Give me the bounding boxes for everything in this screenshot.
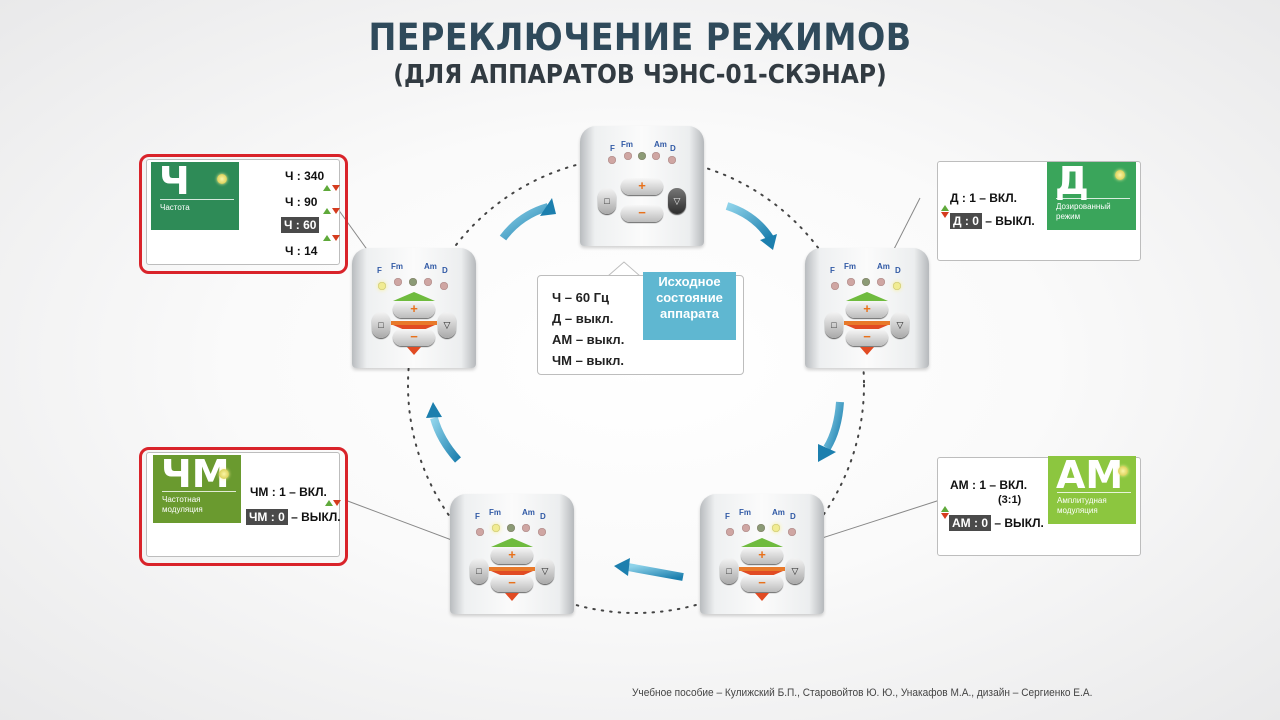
down-arrow-icon (941, 513, 949, 519)
mode-button[interactable]: ▽ (891, 312, 909, 338)
menu-button[interactable]: □ (372, 312, 390, 338)
up-arrow-icon (323, 208, 331, 214)
page-title: ПЕРЕКЛЮЧЕНИЕ РЕЖИМОВ (368, 16, 912, 59)
fm-badge: ЧМ Частотная модуляция (153, 452, 241, 523)
menu-button[interactable]: □ (598, 188, 616, 214)
menu-button[interactable]: □ (825, 312, 843, 338)
down-arrow-icon (332, 185, 340, 191)
dose-off: Д : 0 – ВЫКЛ. (950, 213, 1035, 229)
up-arrow-icon (941, 205, 949, 211)
callout-pointer (606, 261, 642, 277)
led-indicator-icon (1118, 466, 1128, 476)
state-line: Ч – 60 Гц (552, 290, 610, 305)
dose-panel: Д : 1 – ВКЛ. Д : 0 – ВЫКЛ. Д Дозированны… (937, 159, 1141, 261)
down-arrow-icon (941, 212, 949, 218)
state-line: ЧМ – выкл. (552, 353, 625, 368)
device-left: F Fm Am D + − □ ▽ (352, 248, 476, 368)
device-right: F Fm Am D + − □ ▽ (805, 248, 929, 368)
mode-button[interactable]: ▽ (786, 558, 804, 584)
am-letter: АМ (1056, 453, 1124, 497)
arrow-5-head (426, 402, 442, 418)
dose-badge: Д Дозированный режим (1047, 159, 1136, 230)
dose-on: Д : 1 – ВКЛ. (950, 191, 1017, 205)
initial-state-box: Ч – 60 Гц Д – выкл. АМ – выкл. ЧМ – выкл… (537, 272, 744, 375)
plus-button[interactable]: + (846, 301, 888, 318)
plus-button[interactable]: + (491, 547, 533, 564)
state-line: Д – выкл. (552, 311, 614, 326)
am-ratio: (3:1) (998, 494, 1022, 506)
led-indicator-icon (217, 174, 227, 184)
up-arrow-icon (941, 506, 949, 512)
plus-button[interactable]: + (393, 301, 435, 318)
device-top: F Fm Am D + − □ ▽ (580, 126, 704, 246)
mode-button[interactable]: ▽ (438, 312, 456, 338)
arrow-1-head (540, 198, 556, 216)
fm-on: ЧМ : 1 – ВКЛ. (250, 485, 327, 499)
minus-button[interactable]: − (741, 575, 783, 592)
device-bottom-left: F Fm Am D + − □ ▽ (450, 494, 574, 614)
freq-red-frame (139, 154, 348, 274)
fm-red-frame (139, 447, 348, 566)
freq-value-selected: Ч : 60 (281, 217, 320, 233)
up-arrow-icon (323, 235, 331, 241)
arrow-2-head (760, 234, 777, 250)
minus-button[interactable]: − (491, 575, 533, 592)
arrow-2-shaft (725, 202, 774, 241)
freq-badge: Ч Частота (151, 159, 239, 230)
page-subtitle: (ДЛЯ АППАРАТОВ ЧЭНС-01-СКЭНАР) (393, 60, 887, 90)
freq-value: Ч : 14 (285, 244, 318, 258)
up-arrow-icon (323, 185, 331, 191)
arrow-3-shaft (823, 401, 844, 451)
device-bottom-right: F Fm Am D + − □ ▽ (700, 494, 824, 614)
arrow-1-shaft (499, 203, 550, 241)
plus-button[interactable]: + (621, 178, 663, 195)
arrow-5-shaft (430, 416, 462, 463)
am-badge: АМ Амплитудная модуляция (1048, 453, 1136, 524)
dose-caption: Дозированный режим (1056, 198, 1130, 222)
down-arrow-icon (333, 500, 341, 506)
mode-button[interactable]: ▽ (668, 188, 686, 214)
dose-letter: Д (1055, 159, 1089, 203)
freq-caption: Частота (160, 199, 234, 213)
mode-button[interactable]: ▽ (536, 558, 554, 584)
dotted-circle (407, 156, 865, 614)
am-caption: Амплитудная модуляция (1057, 492, 1131, 516)
fm-letter: ЧМ (161, 452, 230, 496)
arrow-4-head (614, 558, 630, 576)
arrow-4-shaft (627, 563, 684, 581)
footer-credits: Учебное пособие – Кулижский Б.П., Старов… (632, 687, 1093, 699)
fm-panel: ЧМ Частотная модуляция ЧМ : 1 – ВКЛ. ЧМ … (146, 452, 341, 557)
arrow-3-head (818, 444, 836, 462)
am-off: АМ : 0 – ВЫКЛ. (949, 515, 1044, 531)
freq-value: Ч : 340 (285, 169, 325, 183)
freq-value: Ч : 90 (285, 195, 318, 209)
led-indicator-icon (219, 469, 229, 479)
am-on: АМ : 1 – ВКЛ. (950, 478, 1028, 492)
minus-button[interactable]: − (393, 329, 435, 346)
menu-button[interactable]: □ (720, 558, 738, 584)
fm-off: ЧМ : 0 – ВЫКЛ. (246, 509, 341, 525)
initial-state-label: Исходное состояние аппарата (643, 272, 736, 340)
freq-panel: Ч Частота Ч : 340 Ч : 90 Ч : 60 Ч : 14 (146, 159, 340, 265)
fm-caption: Частотная модуляция (162, 491, 236, 515)
minus-button[interactable]: − (846, 329, 888, 346)
down-arrow-icon (332, 235, 340, 241)
state-line: АМ – выкл. (552, 332, 625, 347)
up-arrow-icon (325, 500, 333, 506)
cycle-arrows (426, 198, 844, 581)
menu-button[interactable]: □ (470, 558, 488, 584)
plus-button[interactable]: + (741, 547, 783, 564)
freq-letter: Ч (159, 159, 190, 203)
minus-button[interactable]: − (621, 205, 663, 222)
led-indicator-icon (1115, 170, 1125, 180)
down-arrow-icon (332, 208, 340, 214)
am-panel: АМ : 1 – ВКЛ. (3:1) АМ : 0 – ВЫКЛ. АМ Ам… (937, 453, 1141, 556)
